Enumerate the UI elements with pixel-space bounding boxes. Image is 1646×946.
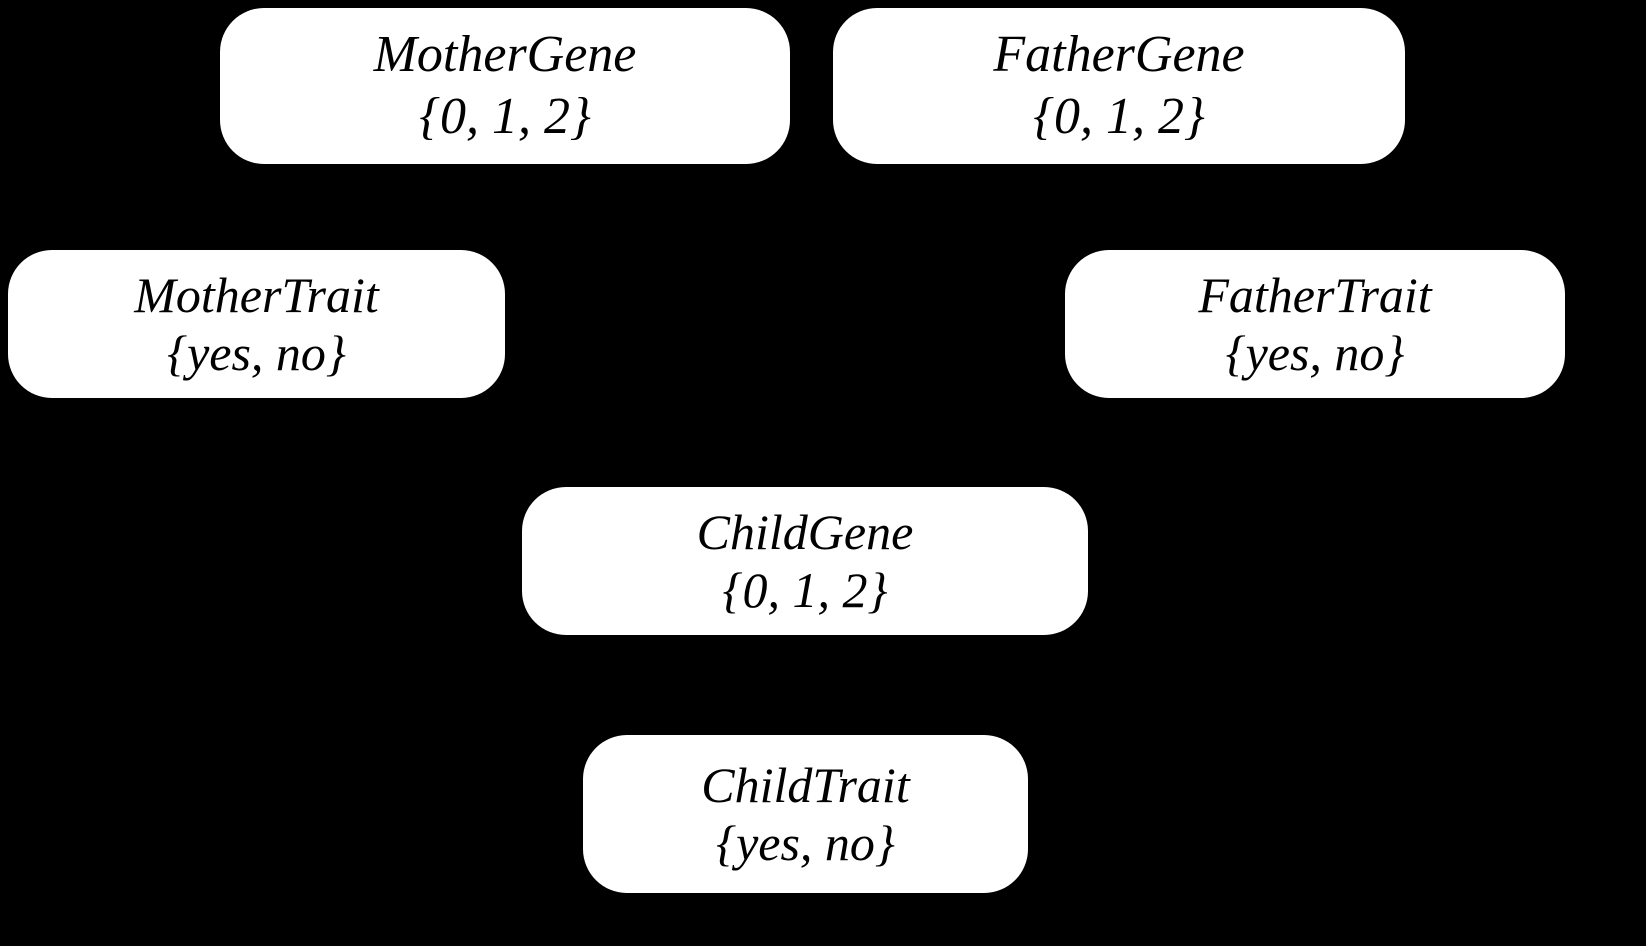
node-mother-gene[interactable]: MotherGene {0, 1, 2} xyxy=(220,8,790,164)
node-father-trait[interactable]: FatherTrait {yes, no} xyxy=(1065,250,1565,398)
node-child-trait[interactable]: ChildTrait {yes, no} xyxy=(583,735,1028,893)
node-father-trait-domain: {yes, no} xyxy=(1225,325,1405,381)
node-mother-gene-label: MotherGene xyxy=(373,25,637,83)
node-father-gene-domain: {0, 1, 2} xyxy=(1033,88,1205,145)
node-mother-trait[interactable]: MotherTrait {yes, no} xyxy=(8,250,505,398)
node-child-gene-label: ChildGene xyxy=(696,504,914,560)
node-mother-gene-domain: {0, 1, 2} xyxy=(419,88,591,145)
node-child-gene-domain: {0, 1, 2} xyxy=(722,562,888,618)
node-child-gene[interactable]: ChildGene {0, 1, 2} xyxy=(522,487,1088,635)
node-child-trait-label: ChildTrait xyxy=(701,757,910,813)
node-mother-trait-label: MotherTrait xyxy=(134,267,379,323)
node-father-gene-label: FatherGene xyxy=(993,25,1245,83)
node-father-trait-label: FatherTrait xyxy=(1198,267,1432,323)
node-mother-trait-domain: {yes, no} xyxy=(167,325,346,381)
node-father-gene[interactable]: FatherGene {0, 1, 2} xyxy=(833,8,1405,164)
node-child-trait-domain: {yes, no} xyxy=(716,815,895,871)
